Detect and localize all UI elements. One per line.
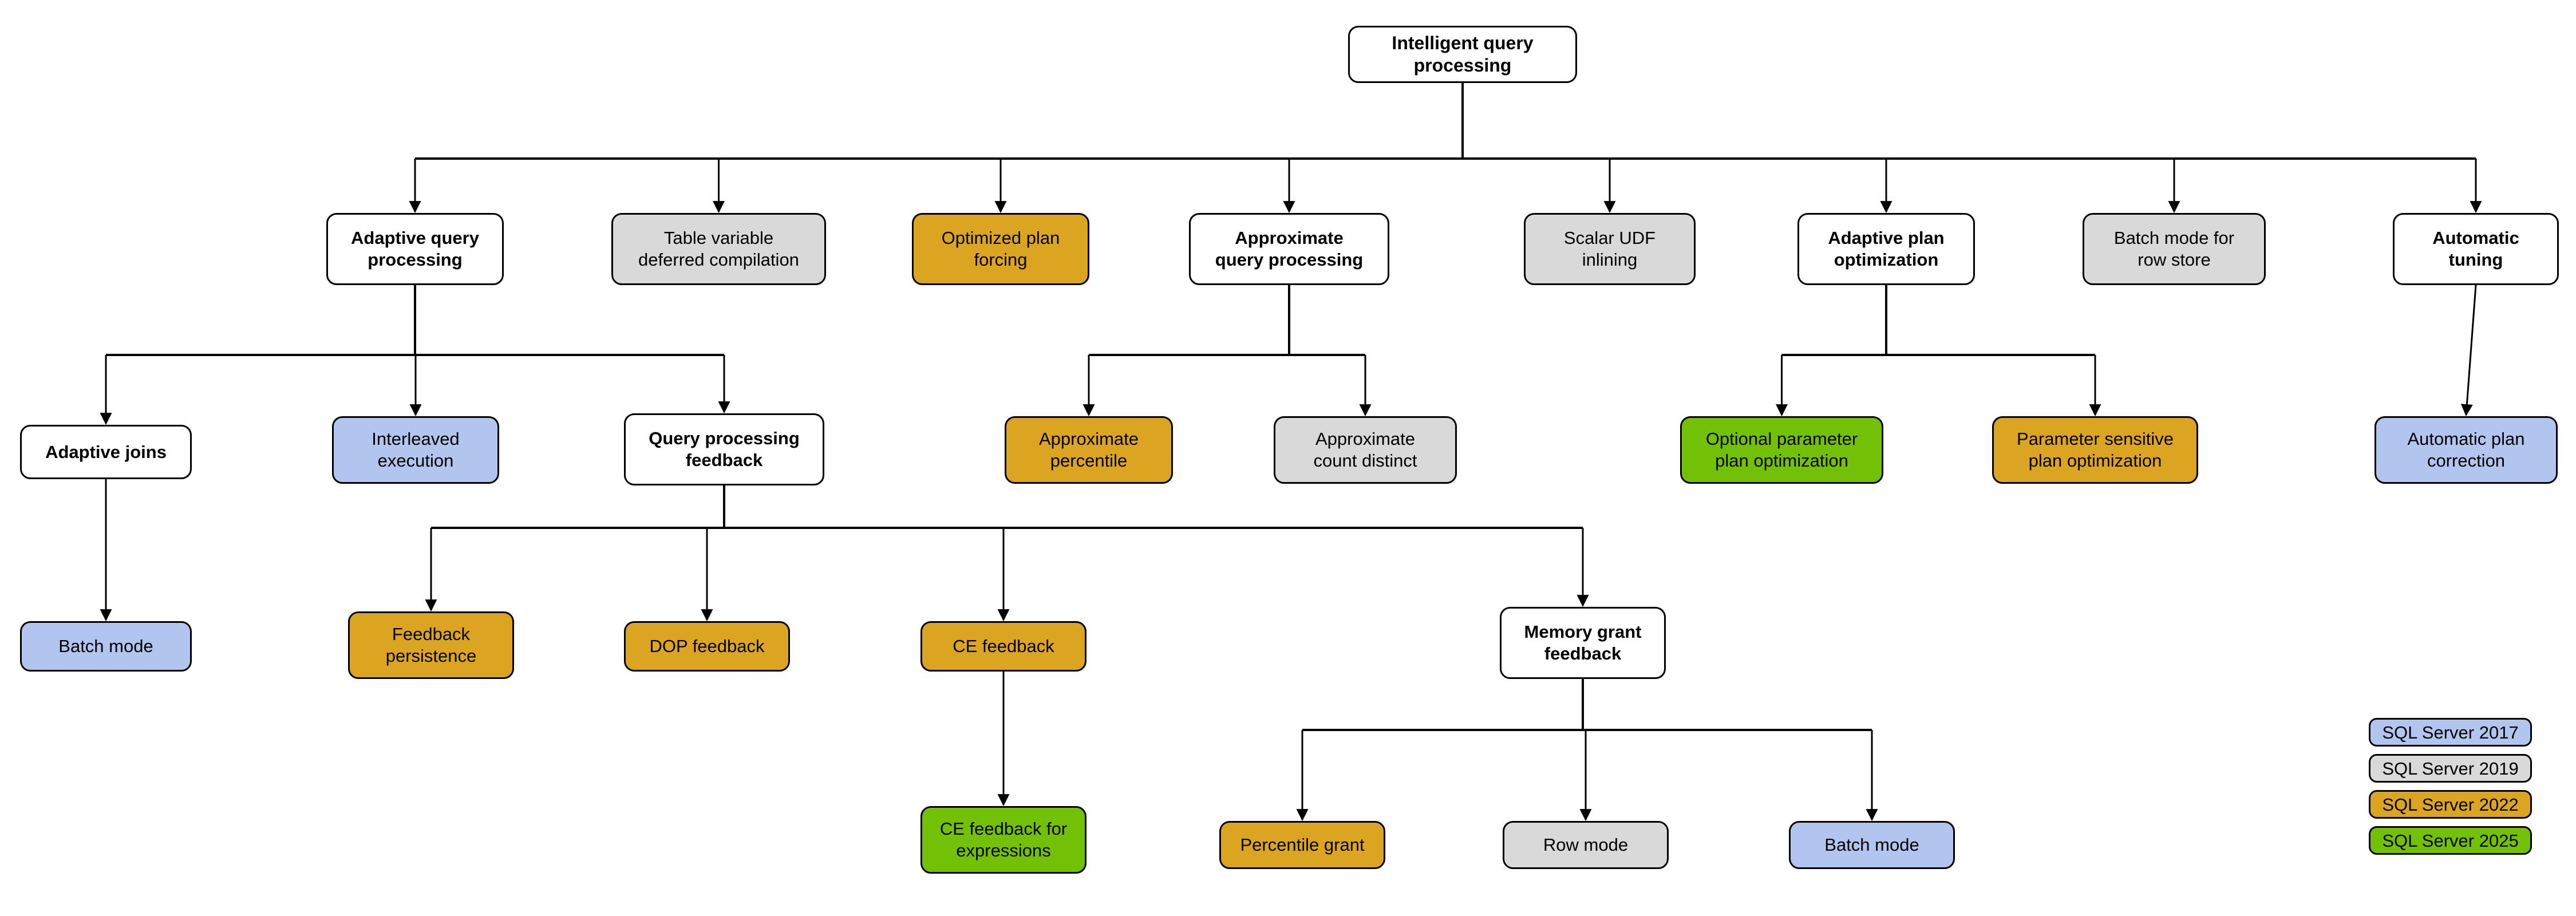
- node-rm[interactable]: Row mode: [1503, 821, 1669, 869]
- node-oppo[interactable]: Optional parameter plan optimization: [1680, 416, 1883, 484]
- node-ce[interactable]: CE feedback: [920, 621, 1086, 672]
- node-qpf[interactable]: Query processing feedback: [624, 413, 824, 485]
- node-udf[interactable]: Scalar UDF inlining: [1524, 213, 1696, 285]
- node-ap[interactable]: Approximate percentile: [1005, 416, 1173, 484]
- node-apo[interactable]: Adaptive plan optimization: [1797, 213, 1975, 285]
- node-aqproc[interactable]: Approximate query processing: [1189, 213, 1389, 285]
- legend-item-sql-server-2022: SQL Server 2022: [2369, 790, 2532, 819]
- node-bm2[interactable]: Batch mode: [1789, 821, 1955, 869]
- node-ie[interactable]: Interleaved execution: [332, 416, 499, 484]
- edge-at-to-apc: [2460, 285, 2477, 417]
- node-apc[interactable]: Automatic plan correction: [2374, 416, 2558, 484]
- node-fp[interactable]: Feedback persistence: [348, 611, 514, 679]
- node-bmrs[interactable]: Batch mode for row store: [2083, 213, 2266, 285]
- node-tvdc[interactable]: Table variable deferred compilation: [611, 213, 826, 285]
- legend-item-sql-server-2025: SQL Server 2025: [2369, 826, 2532, 855]
- node-aj[interactable]: Adaptive joins: [20, 425, 192, 479]
- node-psp[interactable]: Parameter sensitive plan optimization: [1992, 416, 2198, 484]
- node-root[interactable]: Intelligent query processing: [1348, 26, 1577, 83]
- node-mgf[interactable]: Memory grant feedback: [1500, 607, 1666, 679]
- legend-item-sql-server-2019: SQL Server 2019: [2369, 754, 2532, 783]
- legend-item-sql-server-2017: SQL Server 2017: [2369, 718, 2532, 747]
- node-aqp[interactable]: Adaptive query processing: [326, 213, 504, 285]
- node-pg[interactable]: Percentile grant: [1219, 821, 1385, 869]
- node-dop[interactable]: DOP feedback: [624, 621, 790, 672]
- node-bm1[interactable]: Batch mode: [20, 621, 192, 672]
- node-cefe[interactable]: CE feedback for expressions: [920, 806, 1086, 874]
- node-acd[interactable]: Approximate count distinct: [1274, 416, 1457, 484]
- node-opf[interactable]: Optimized plan forcing: [912, 213, 1089, 285]
- node-at[interactable]: Automatic tuning: [2393, 213, 2559, 285]
